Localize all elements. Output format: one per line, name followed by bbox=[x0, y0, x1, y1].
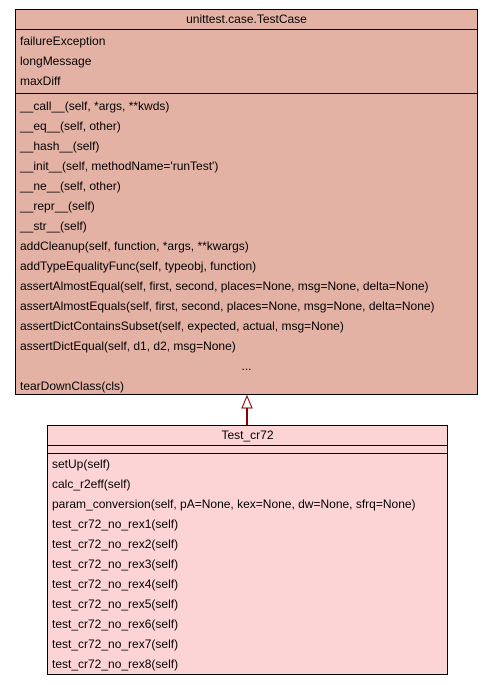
attribute-item: failureException bbox=[20, 34, 106, 48]
class-box-test-cr72[interactable]: Test_cr72 setUp(self) calc_r2eff(self) p… bbox=[47, 425, 448, 675]
attribute-item: maxDiff bbox=[20, 74, 61, 88]
method-item: param_conversion(self, pA=None, kex=None… bbox=[52, 497, 416, 511]
class-name: unittest.case.TestCase bbox=[16, 10, 477, 30]
method-item: tearDownClass(cls) bbox=[20, 379, 125, 393]
method-item: test_cr72_no_rex2(self) bbox=[52, 537, 179, 551]
attribute-item: longMessage bbox=[20, 54, 92, 68]
method-item: calc_r2eff(self) bbox=[52, 477, 131, 491]
method-item: __init__(self, methodName='runTest') bbox=[20, 159, 219, 173]
method-item: test_cr72_no_rex3(self) bbox=[52, 557, 179, 571]
method-item: setUp(self) bbox=[52, 457, 111, 471]
method-item: assertDictEqual(self, d1, d2, msg=None) bbox=[20, 339, 236, 353]
method-list: __call__(self, *args, **kwds) __eq__(sel… bbox=[16, 94, 477, 396]
class-name: Test_cr72 bbox=[48, 426, 447, 446]
method-item: assertDictContainsSubset(self, expected,… bbox=[20, 319, 344, 333]
method-list: setUp(self) calc_r2eff(self) param_conve… bbox=[48, 454, 447, 674]
method-item: test_cr72_no_rex6(self) bbox=[52, 617, 179, 631]
method-item: __str__(self) bbox=[20, 219, 87, 233]
method-item: test_cr72_no_rex5(self) bbox=[52, 597, 179, 611]
method-item: test_cr72_no_rex4(self) bbox=[52, 577, 179, 591]
method-item: __call__(self, *args, **kwds) bbox=[20, 99, 170, 113]
method-item: assertAlmostEquals(self, first, second, … bbox=[20, 299, 435, 313]
method-item: assertAlmostEqual(self, first, second, p… bbox=[20, 279, 429, 293]
attribute-list: failureException longMessage maxDiff bbox=[16, 30, 477, 93]
method-item: __hash__(self) bbox=[20, 139, 100, 153]
method-item: __repr__(self) bbox=[20, 199, 95, 213]
method-item: __eq__(self, other) bbox=[20, 119, 121, 133]
compartment-divider bbox=[48, 453, 447, 454]
method-item: test_cr72_no_rex8(self) bbox=[52, 657, 179, 671]
method-item: __ne__(self, other) bbox=[20, 179, 121, 193]
ellipsis: ... bbox=[241, 359, 252, 373]
class-box-testcase[interactable]: unittest.case.TestCase failureException … bbox=[15, 9, 478, 395]
inheritance-arrowhead bbox=[241, 394, 253, 409]
compartment-divider bbox=[16, 93, 477, 94]
method-item: addCleanup(self, function, *args, **kwar… bbox=[20, 239, 249, 253]
method-item: test_cr72_no_rex1(self) bbox=[52, 517, 179, 531]
attribute-list bbox=[48, 446, 447, 453]
method-item: addTypeEqualityFunc(self, typeobj, funct… bbox=[20, 259, 257, 273]
method-item: test_cr72_no_rex7(self) bbox=[52, 637, 179, 651]
